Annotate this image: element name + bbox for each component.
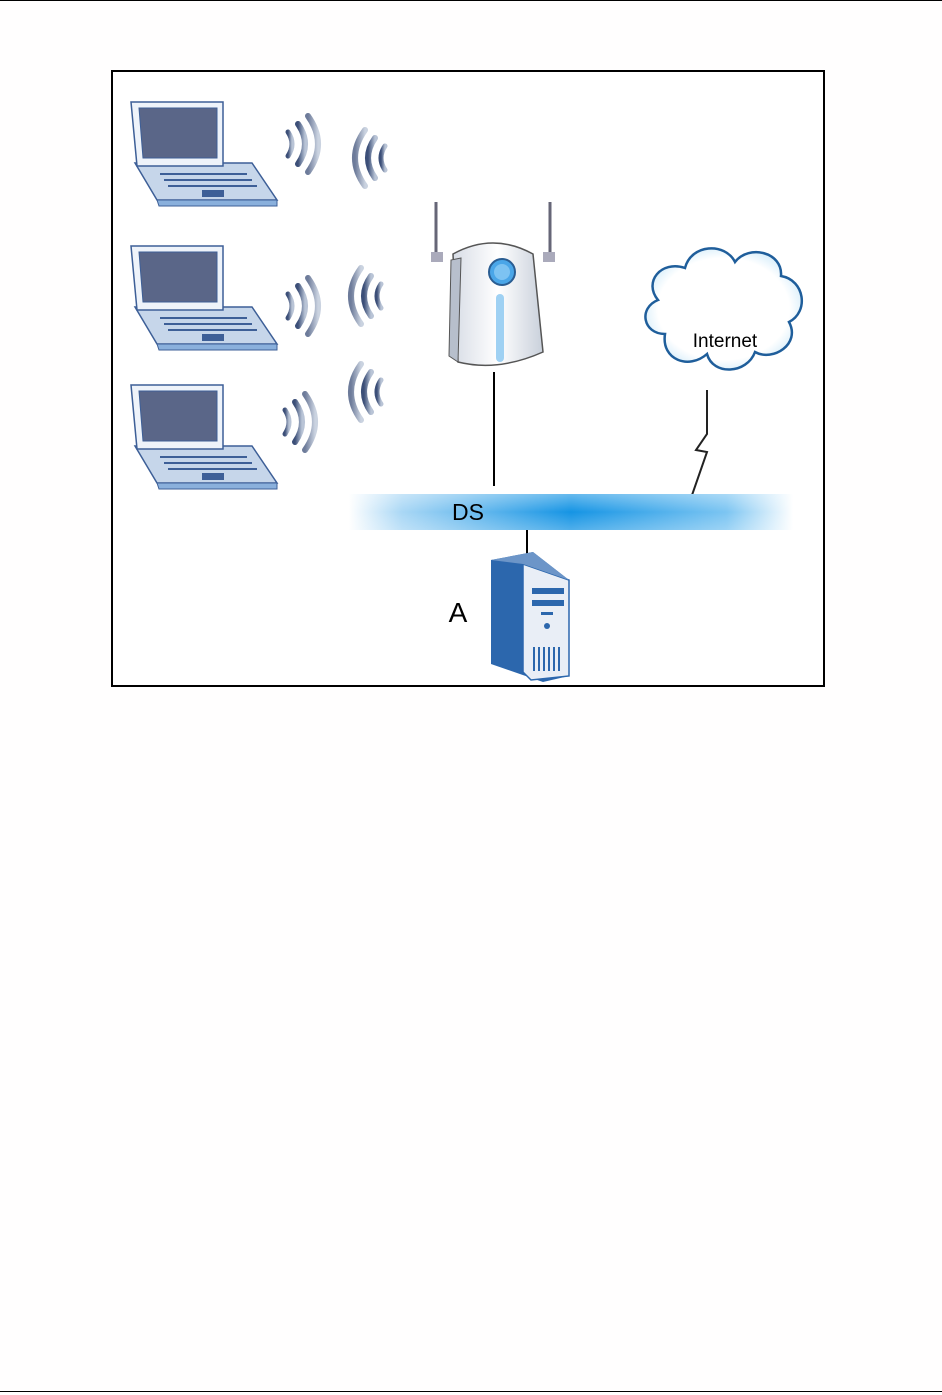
access-point-icon xyxy=(431,202,555,486)
laptop-1-icon xyxy=(131,102,277,206)
internet-cloud-icon: Internet xyxy=(645,248,801,498)
page-bottom-rule xyxy=(0,1391,942,1392)
laptop-3-icon xyxy=(131,385,277,489)
wireless-signal-3-icon xyxy=(285,364,381,450)
server-a-label: A xyxy=(449,597,468,628)
network-diagram-figure: Internet DS A xyxy=(111,70,825,687)
wireless-signal-2-icon xyxy=(288,268,381,334)
internet-label: Internet xyxy=(693,331,758,352)
network-diagram: Internet DS A xyxy=(113,72,823,685)
wireless-signal-1-icon xyxy=(288,116,385,186)
ds-label: DS xyxy=(452,499,484,525)
distribution-system-bar: DS xyxy=(349,494,793,530)
server-a-icon: A xyxy=(449,530,569,682)
page-top-rule xyxy=(0,0,942,1)
laptop-2-icon xyxy=(131,246,277,350)
